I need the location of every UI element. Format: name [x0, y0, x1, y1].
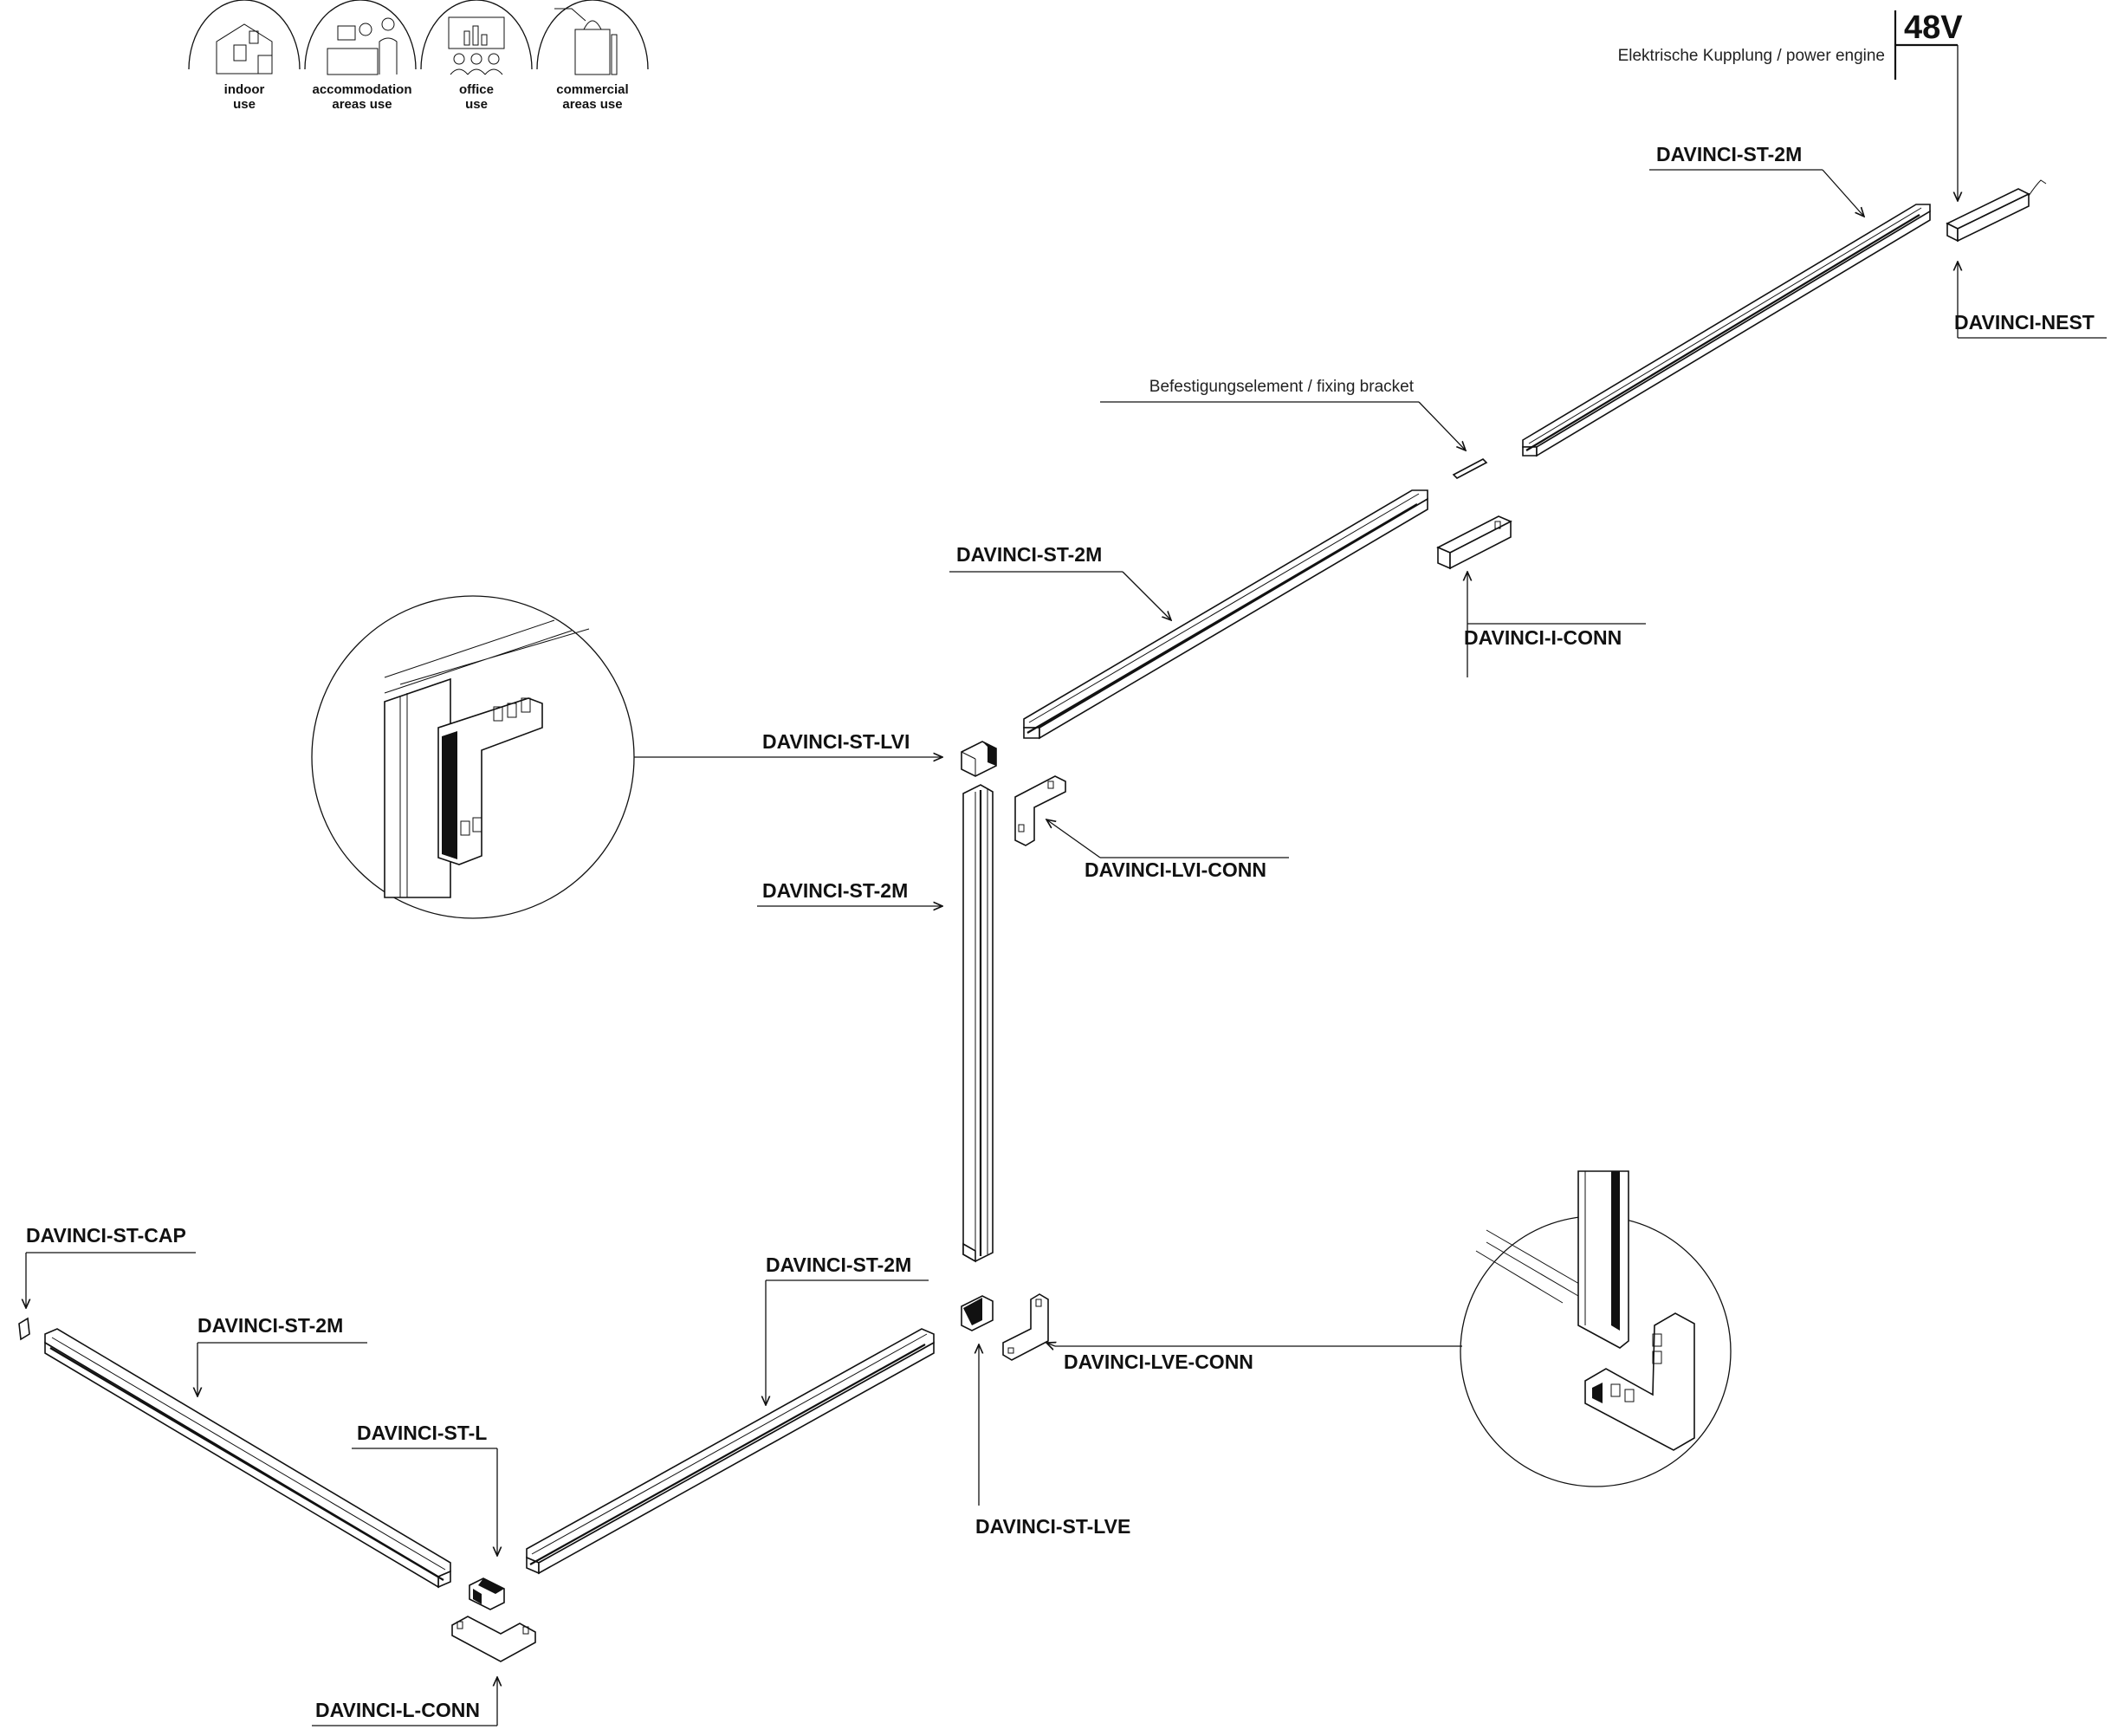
rail-upper-mid [1023, 489, 1428, 740]
lve-conn-part [1002, 1293, 1049, 1361]
detail-view-lvi [311, 595, 635, 919]
label-st-l: DAVINCI-ST-L [357, 1422, 487, 1444]
label-st-2m-left: DAVINCI-ST-2M [198, 1314, 343, 1337]
label-st-cap: DAVINCI-ST-CAP [26, 1224, 186, 1247]
label-st-2m-top: DAVINCI-ST-2M [1656, 143, 1802, 165]
l-conn-part [451, 1616, 536, 1662]
rail-vertical [962, 784, 994, 1263]
lvi-conn-part [1014, 775, 1066, 846]
icon-caption-indoor-2: use [233, 97, 256, 112]
power-engine-note: Elektrische Kupplung / power engine [1618, 47, 1885, 65]
label-st-lve: DAVINCI-ST-LVE [975, 1515, 1130, 1538]
i-conn-part [1436, 515, 1512, 570]
shopping-bag-icon [554, 8, 618, 75]
presentation-icon [448, 16, 505, 75]
usage-icons: indoor use accommodation areas use offic… [188, 0, 649, 112]
icon-caption-commercial-1: commercial [556, 82, 628, 97]
label-i-conn: DAVINCI-I-CONN [1464, 626, 1622, 649]
fixing-bracket-part [1452, 458, 1488, 479]
voltage-label: 48V [1904, 10, 1963, 46]
st-lve-part [961, 1295, 994, 1331]
label-l-conn: DAVINCI-L-CONN [315, 1699, 480, 1721]
label-st-2m-upper-mid: DAVINCI-ST-2M [956, 543, 1102, 566]
icon-caption-accommodation-2: areas use [332, 97, 392, 112]
rail-lower-left [44, 1328, 451, 1589]
label-lve-conn: DAVINCI-LVE-CONN [1064, 1351, 1253, 1373]
icon-caption-indoor-1: indoor [224, 82, 265, 97]
fixing-bracket-note: Befestigungselement / fixing bracket [1149, 378, 1415, 396]
house-icon [216, 23, 273, 74]
label-nest: DAVINCI-NEST [1954, 311, 2095, 334]
icon-caption-commercial-2: areas use [562, 97, 622, 112]
label-st-lvi: DAVINCI-ST-LVI [762, 730, 910, 753]
nest-module-icon [1946, 179, 2047, 243]
label-lvi-conn: DAVINCI-LVI-CONN [1085, 858, 1266, 881]
st-cap-part [18, 1317, 30, 1341]
st-l-part [469, 1577, 505, 1610]
icon-caption-accommodation-1: accommodation [312, 82, 411, 97]
label-st-2m-right-lower: DAVINCI-ST-2M [766, 1253, 911, 1276]
rail-lower-right [526, 1328, 935, 1575]
label-st-2m-vertical: DAVINCI-ST-2M [762, 879, 908, 902]
power-engine-group: 48V Elektrische Kupplung / power engine … [1618, 10, 2107, 339]
detail-view-lve [1460, 1170, 1732, 1487]
rail-top [1522, 204, 1931, 457]
icon-caption-office-1: office [459, 82, 494, 97]
st-lvi-part [961, 741, 997, 777]
icon-caption-office-2: use [465, 97, 488, 112]
reception-icon [327, 17, 398, 75]
